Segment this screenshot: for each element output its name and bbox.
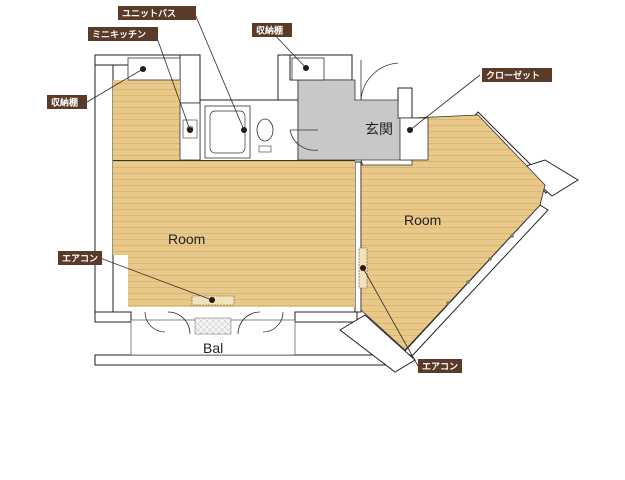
tag-aircon-left-text: エアコン xyxy=(62,254,98,265)
tag-closet-text: クローゼット xyxy=(486,70,540,82)
entrance-area xyxy=(297,60,413,191)
tag-closet: クローゼット xyxy=(482,68,552,82)
tag-storage-left: 収納棚 xyxy=(47,95,87,109)
tag-storage-top: 収納棚 xyxy=(252,23,292,37)
tag-unit-bath-text: ユニットバス xyxy=(122,9,176,20)
balcony-label: Bal xyxy=(203,340,223,356)
tag-storage-left-text: 収納棚 xyxy=(51,97,78,109)
entrance-label: 玄関 xyxy=(365,121,393,137)
tag-aircon-right-text: エアコン xyxy=(422,362,458,373)
leader-lines xyxy=(86,13,481,367)
tag-storage-top-text: 収納棚 xyxy=(256,25,283,37)
tag-mini-kitchen: ミニキッチン xyxy=(88,27,158,41)
room-left-label: Room xyxy=(168,231,205,247)
storage-fixtures xyxy=(127,57,429,161)
tag-aircon-right: エアコン xyxy=(418,359,462,373)
tag-unit-bath: ユニットバス xyxy=(118,6,196,20)
tag-mini-kitchen-text: ミニキッチン xyxy=(92,30,146,41)
room-left-floor xyxy=(113,80,355,307)
room-right-label: Room xyxy=(404,212,441,228)
balcony-area xyxy=(130,311,296,356)
tag-aircon-left: エアコン xyxy=(58,251,102,265)
